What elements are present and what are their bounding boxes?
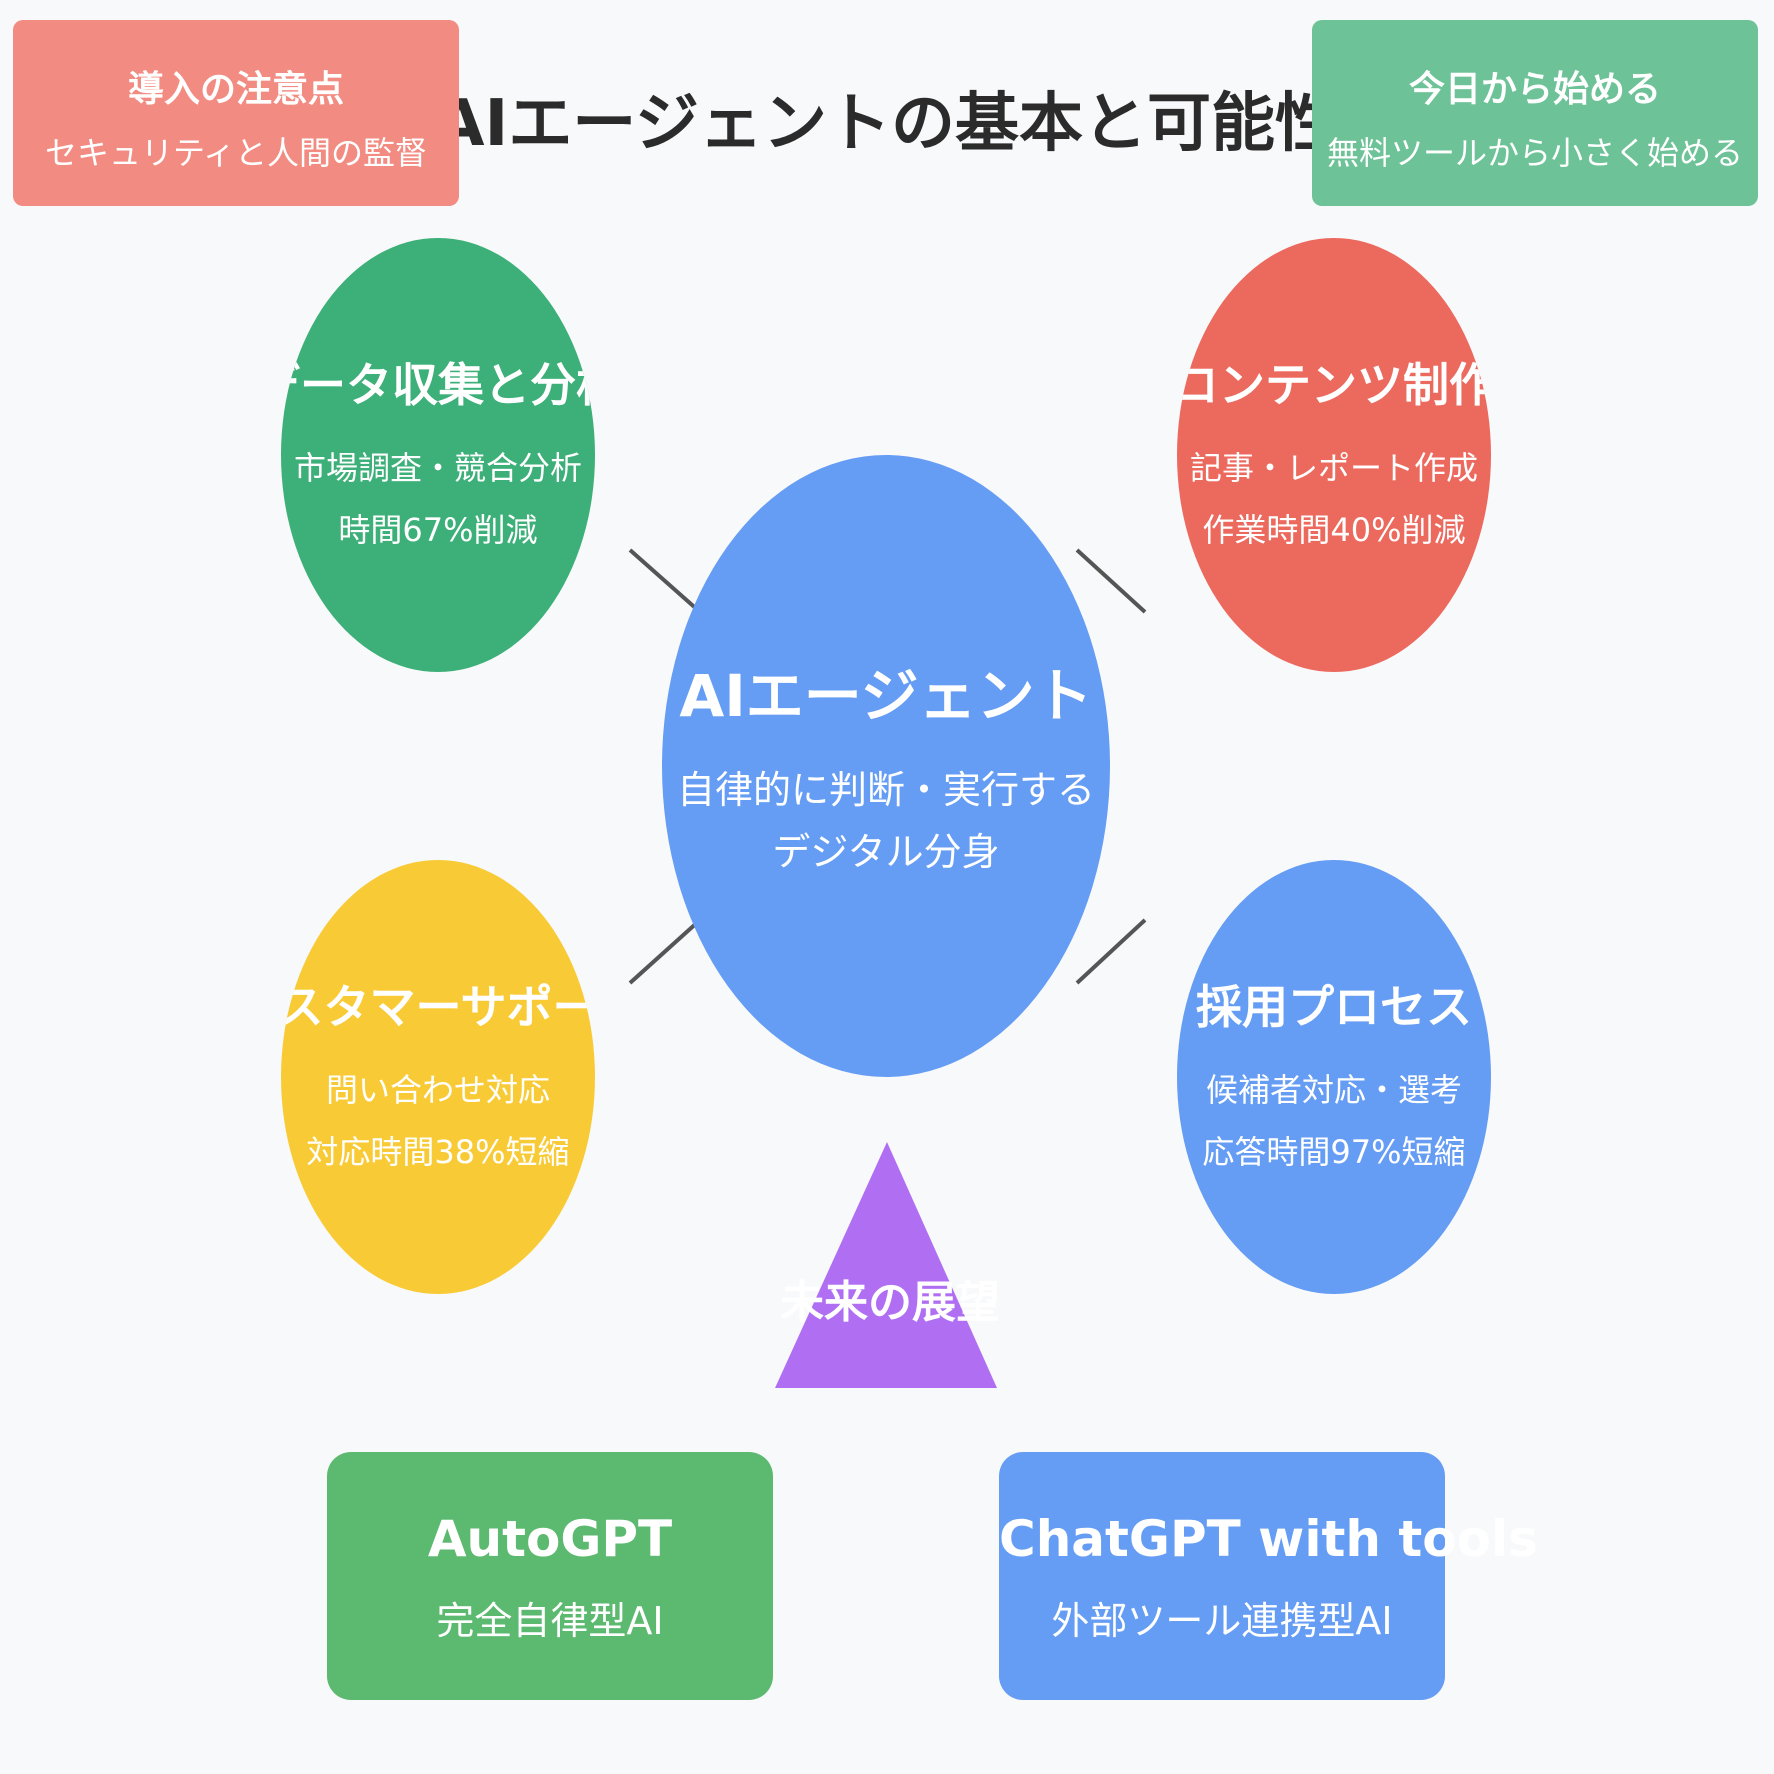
card-chatgpt-with-tools: ChatGPT with tools 外部ツール連携型AI <box>999 1452 1538 1700</box>
node-line-1: 市場調査・競合分析 <box>293 449 582 487</box>
node-heading: コンテンツ制作 <box>1177 358 1491 412</box>
center-heading: AIエージェント <box>679 662 1093 730</box>
card-autogpt: AutoGPT 完全自律型AI <box>327 1452 773 1700</box>
center-line-1: 自律的に判断・実行する <box>676 768 1095 812</box>
connector-line-top-right <box>1075 548 1147 614</box>
connector-line-bottom-left <box>628 918 702 985</box>
node-line-2: 対応時間38%短縮 <box>306 1133 570 1171</box>
node-heading: カスタマーサポート <box>281 980 595 1034</box>
ai-agent-center-node: AIエージェント 自律的に判断・実行する デジタル分身 <box>662 455 1110 1077</box>
node-data-analysis: データ収集と分析 市場調査・競合分析 時間67%削減 <box>281 238 595 672</box>
connector-line-bottom-right <box>1075 918 1147 985</box>
caution-text: セキュリティと人間の監督 <box>44 134 428 172</box>
future-triangle <box>775 1142 997 1388</box>
connector-line-top-left <box>628 548 702 614</box>
card-heading: AutoGPT <box>427 1510 673 1568</box>
page-title: AIエージェントの基本と可能性 <box>434 87 1340 161</box>
node-content-creation: コンテンツ制作 記事・レポート作成 作業時間40%削減 <box>1177 238 1491 672</box>
card-sub: 完全自律型AI <box>436 1599 664 1643</box>
future-label: 未来の展望 <box>780 1277 1000 1328</box>
node-line-2: 時間67%削減 <box>338 511 538 549</box>
node-line-2: 応答時間97%短縮 <box>1202 1133 1466 1171</box>
start-today-heading: 今日から始める <box>1408 69 1661 110</box>
node-line-1: 候補者対応・選考 <box>1205 1071 1462 1109</box>
node-heading: データ収集と分析 <box>281 358 595 412</box>
node-recruiting: 採用プロセス 候補者対応・選考 応答時間97%短縮 <box>1177 860 1491 1294</box>
card-sub: 外部ツール連携型AI <box>1051 1599 1393 1643</box>
center-line-2: デジタル分身 <box>772 830 1000 874</box>
node-customer-support: カスタマーサポート 問い合わせ対応 対応時間38%短縮 <box>281 860 595 1294</box>
start-today-box: 今日から始める 無料ツールから小さく始める <box>1312 20 1758 206</box>
card-heading: ChatGPT with tools <box>999 1510 1538 1568</box>
node-heading: 採用プロセス <box>1196 980 1472 1034</box>
start-today-text: 無料ツールから小さく始める <box>1326 134 1743 172</box>
node-line-1: 記事・レポート作成 <box>1189 449 1478 487</box>
caution-box: 導入の注意点 セキュリティと人間の監督 <box>13 20 459 206</box>
caution-heading: 導入の注意点 <box>127 69 344 110</box>
node-line-1: 問い合わせ対応 <box>325 1071 550 1109</box>
node-line-2: 作業時間40%削減 <box>1202 511 1466 549</box>
